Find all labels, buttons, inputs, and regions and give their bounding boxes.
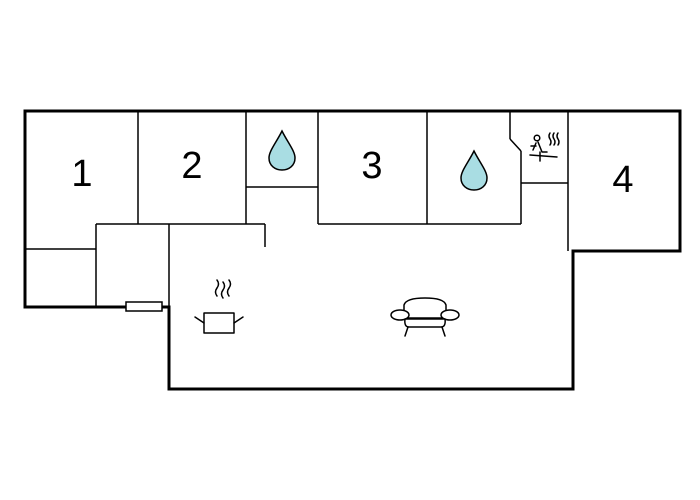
room-label-4: 4 [612,159,633,201]
exterior-wall [23,109,682,391]
sauna-icon [529,132,560,162]
room-label-1: 1 [71,153,92,195]
room-label-2: 2 [181,145,202,187]
sofa-icon [390,297,460,337]
interior-walls [25,111,569,307]
water-drop-icon [268,129,296,171]
cooking-pot-icon [194,279,244,334]
water-drop-icon [460,149,488,191]
room-label-3: 3 [361,145,382,187]
radiator-icon [125,301,163,312]
